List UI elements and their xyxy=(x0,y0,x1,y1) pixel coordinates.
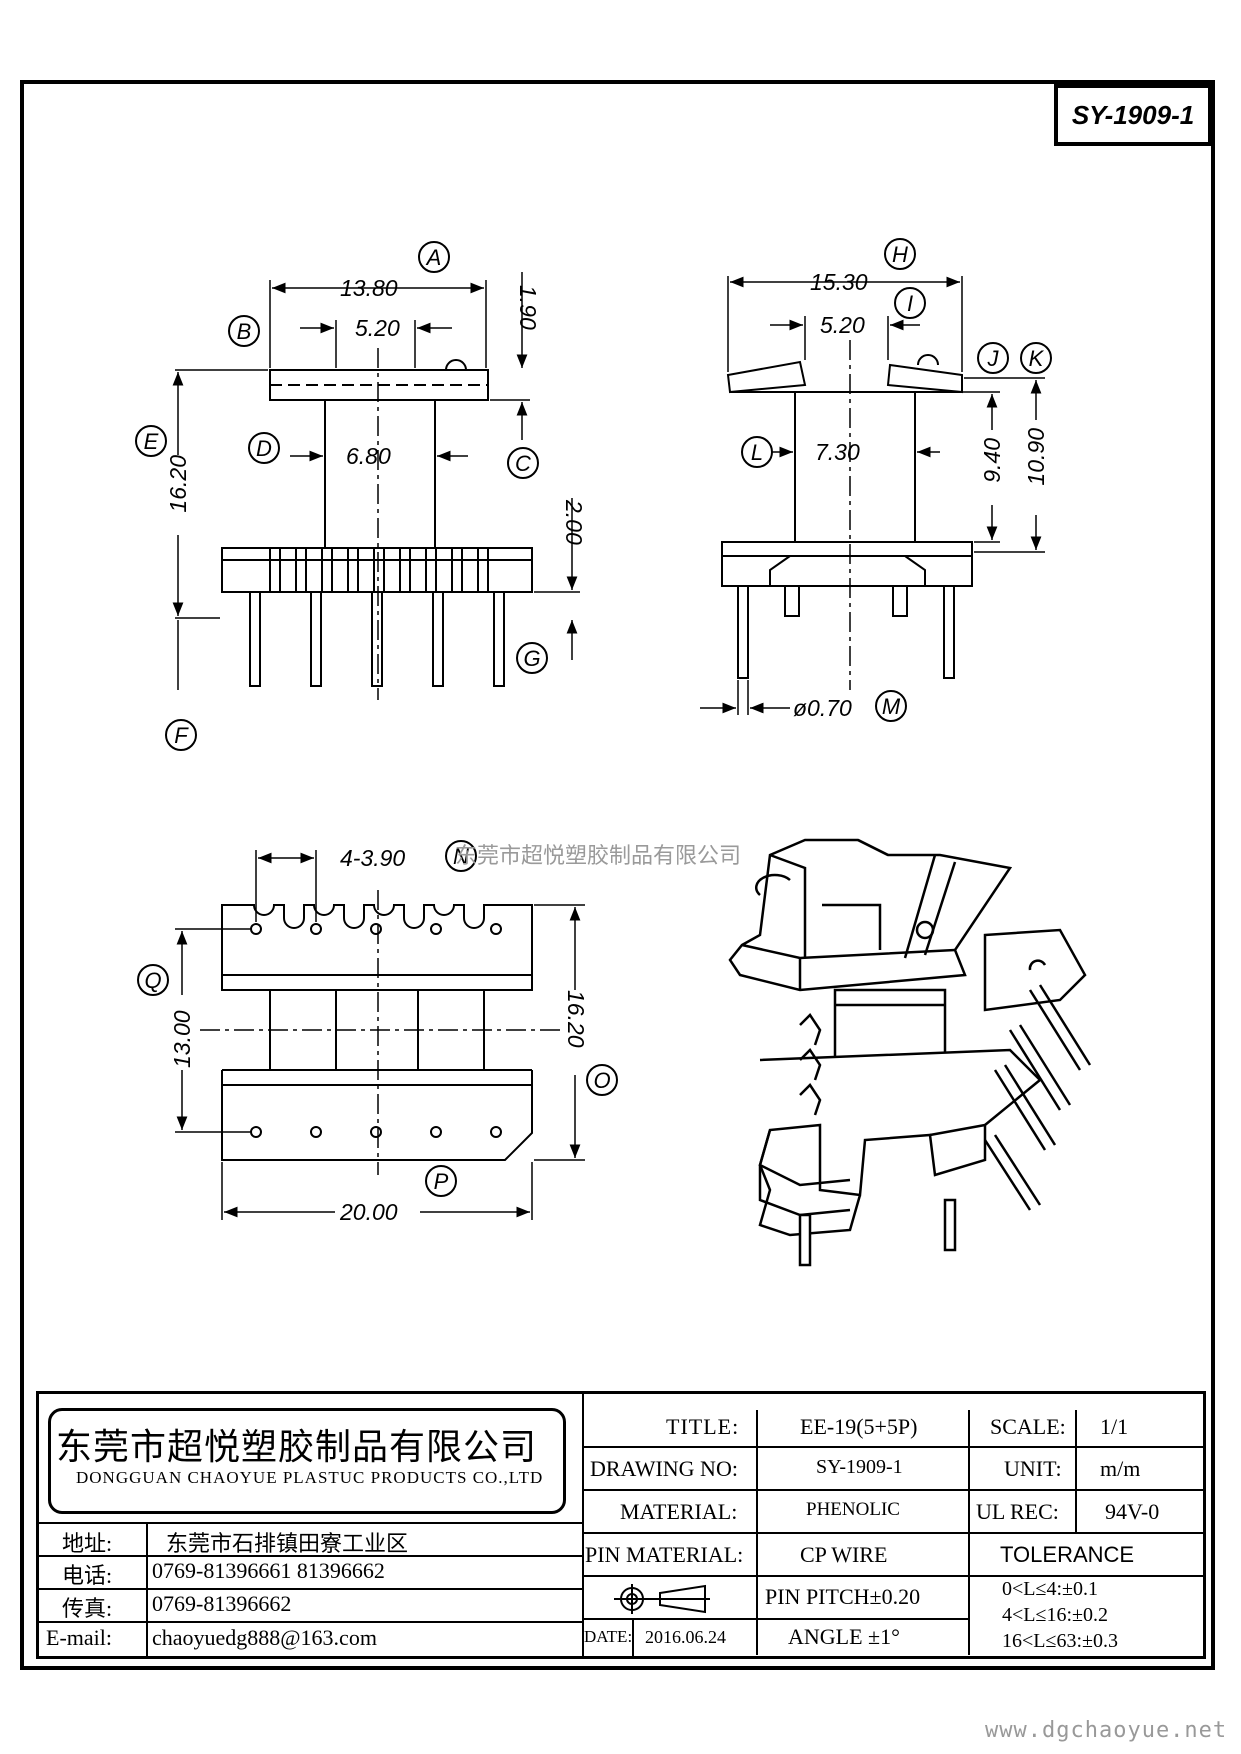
tolerance-1: 0<L≤4:±0.1 xyxy=(1002,1578,1099,1600)
dim-I-text: 5.20 xyxy=(820,312,865,338)
title-value: EE-19(5+5P) xyxy=(800,1414,918,1439)
dimension-texts: 13.80 5.20 1.90 6.80 16.20 2.00 15.30 5.… xyxy=(165,269,1049,1225)
label-Q: Q xyxy=(144,968,161,993)
pin-material-label: PIN MATERIAL: xyxy=(585,1542,744,1567)
unit-label: UNIT: xyxy=(1004,1456,1062,1481)
scale-label: SCALE: xyxy=(990,1414,1066,1439)
label-B: B xyxy=(237,319,252,344)
email-value: chaoyuedg888@163.com xyxy=(152,1625,377,1650)
date-label: DATE: xyxy=(584,1627,633,1646)
dim-H-text: 15.30 xyxy=(810,269,868,295)
address-label: 地址: xyxy=(62,1531,113,1556)
drawing-no-value: SY-1909-1 xyxy=(816,1456,903,1478)
label-H: H xyxy=(892,242,908,267)
drawing-frame xyxy=(20,80,1215,1670)
label-I: I xyxy=(907,291,913,316)
side-view xyxy=(700,276,1045,715)
label-O: O xyxy=(593,1068,610,1093)
title-label: TITLE: xyxy=(666,1414,740,1439)
label-M: M xyxy=(882,694,901,719)
projection-symbol-icon xyxy=(614,1584,710,1614)
bottom-view xyxy=(175,850,585,1220)
scale-value: 1/1 xyxy=(1100,1414,1129,1439)
label-L: L xyxy=(751,440,763,465)
title-block xyxy=(36,1391,1206,1659)
phone-value: 0769-81396661 81396662 xyxy=(152,1558,385,1583)
material-value: PHENOLIC xyxy=(806,1499,900,1520)
drawing-no-label: DRAWING NO: xyxy=(590,1456,738,1481)
dim-C-text: 1.90 xyxy=(515,285,541,330)
label-F: F xyxy=(174,723,189,748)
label-D: D xyxy=(256,436,272,461)
ul-label: UL REC: xyxy=(976,1499,1059,1524)
tolerance-label: TOLERANCE xyxy=(1000,1542,1135,1567)
fax-label: 传真: xyxy=(62,1596,113,1621)
angle: ANGLE ±1° xyxy=(788,1624,900,1649)
dim-G-text: 2.00 xyxy=(561,499,587,545)
company-box xyxy=(48,1408,566,1514)
watermark: 东莞市超悦塑胶制品有限公司 xyxy=(455,844,742,869)
label-C: C xyxy=(515,451,531,476)
tolerance-2: 4<L≤16:±0.2 xyxy=(1002,1604,1109,1626)
dim-M-text: ø0.70 xyxy=(793,695,852,721)
label-E: E xyxy=(144,429,159,454)
label-J: J xyxy=(987,346,1000,371)
company-name-cn: 东莞市超悦塑胶制品有限公司 xyxy=(56,1427,538,1468)
dim-A-text: 13.80 xyxy=(340,275,398,301)
dim-Q-text: 13.00 xyxy=(169,1010,195,1068)
tolerance-3: 16<L≤63:±0.3 xyxy=(1002,1630,1119,1652)
dim-J-text: 9.40 xyxy=(979,438,1005,483)
company-name-en: DONGGUAN CHAOYUE PLASTUC PRODUCTS CO.,LT… xyxy=(76,1468,544,1487)
address-value: 东莞市石排镇田寮工业区 xyxy=(166,1531,409,1556)
date-value: 2016.06.24 xyxy=(645,1627,726,1647)
label-K: K xyxy=(1029,346,1045,371)
dim-O-text: 16.20 xyxy=(563,990,589,1048)
pin-pitch: PIN PITCH±0.20 xyxy=(765,1584,921,1609)
front-view xyxy=(172,272,580,700)
dim-D-text: 6.80 xyxy=(346,443,391,469)
phone-label: 电话: xyxy=(62,1563,113,1588)
isometric-view xyxy=(728,838,1092,1267)
fax-value: 0769-81396662 xyxy=(152,1591,292,1616)
circled-labels xyxy=(135,238,1052,1197)
dim-K-text: 10.90 xyxy=(1023,428,1049,486)
label-G: G xyxy=(523,646,540,671)
label-A: A xyxy=(425,245,442,270)
material-label: MATERIAL: xyxy=(620,1499,738,1524)
dim-P-text: 20.00 xyxy=(339,1199,398,1225)
ul-value: 94V-0 xyxy=(1105,1499,1160,1524)
pin-material-value: CP WIRE xyxy=(800,1542,888,1567)
dim-L-text: 7.30 xyxy=(815,439,860,465)
dim-N-text: 4-3.90 xyxy=(340,845,405,871)
website-url: www.dgchaoyue.net xyxy=(985,1718,1228,1743)
label-P: P xyxy=(434,1169,449,1194)
dim-B-text: 5.20 xyxy=(355,315,400,341)
unit-value: m/m xyxy=(1100,1456,1141,1481)
dim-E-text: 16.20 xyxy=(165,455,191,513)
drawing-code-box: SY-1909-1 xyxy=(1054,84,1212,146)
label-N: N xyxy=(453,844,469,869)
email-label: E-mail: xyxy=(46,1625,112,1650)
